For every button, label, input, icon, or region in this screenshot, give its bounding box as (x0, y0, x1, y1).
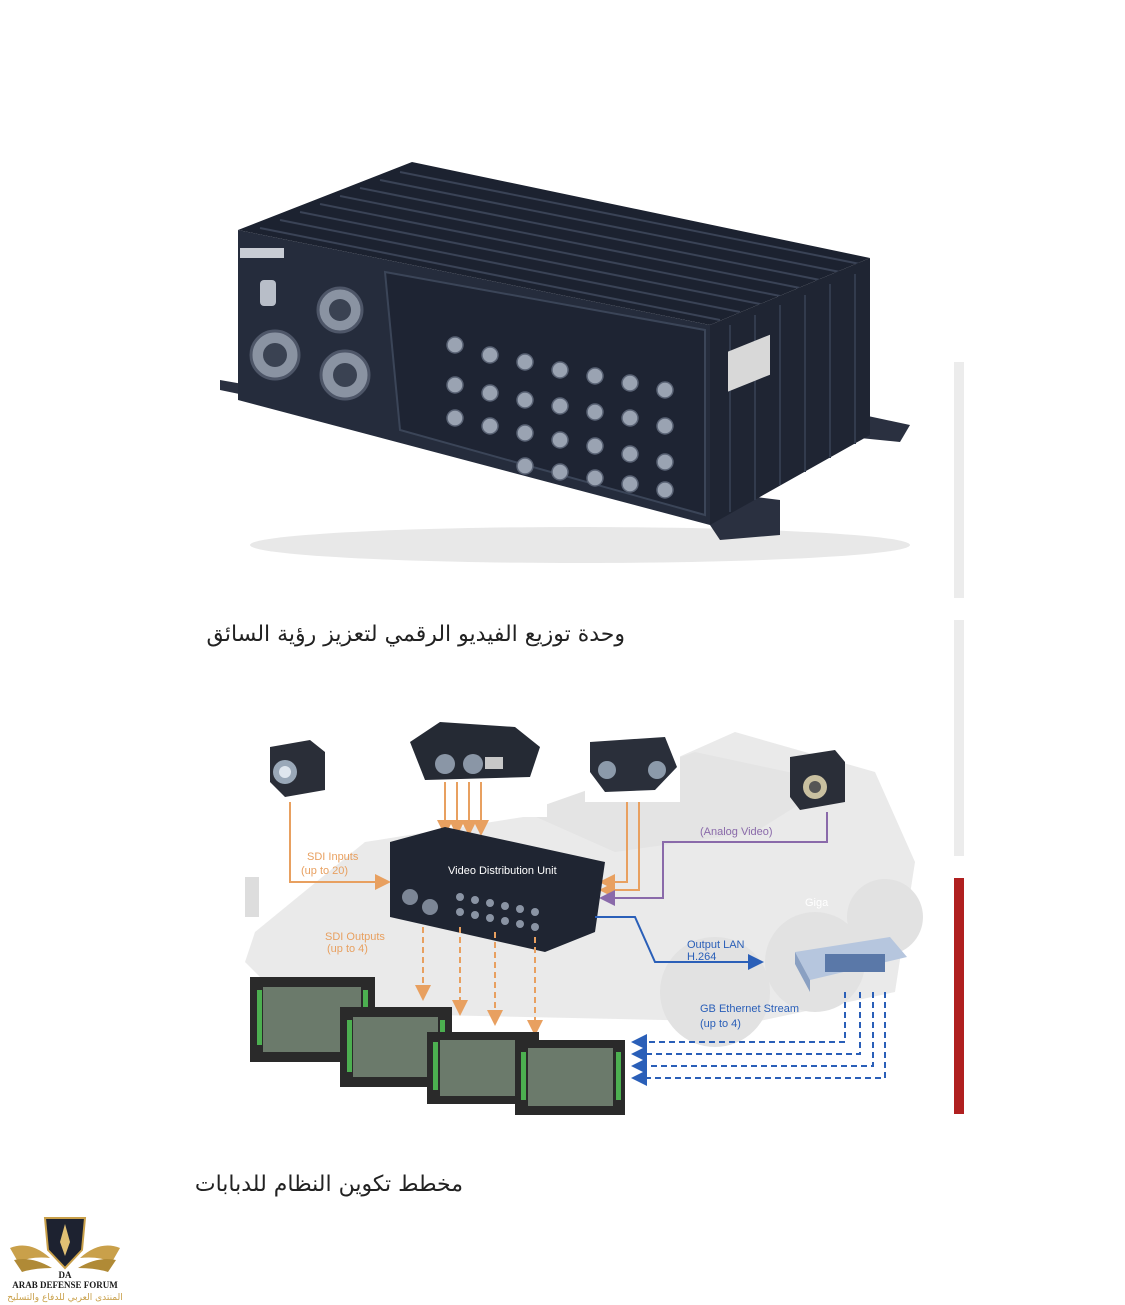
sdi-inputs-label: SDI Inputs (307, 851, 359, 863)
sdi-outputs-count: (up to 4) (327, 943, 368, 955)
wings-icon (10, 1245, 120, 1272)
side-bar-red (954, 878, 964, 1114)
gb-stream-count: (up to 4) (700, 1018, 741, 1030)
sdi-inputs-count: (up to 20) (301, 865, 348, 877)
shield-icon (43, 1217, 87, 1270)
vdu-caption: وحدة توزيع الفيديو الرقمي لتعزيز رؤية ال… (206, 622, 625, 647)
diagram-caption: مخطط تكوين النظام للدبابات (194, 1172, 463, 1197)
watermark-name-ar: المنتدى العربي للدفاع والتسليح (7, 1293, 122, 1303)
sdi-outputs-label: SDI Outputs (325, 931, 385, 943)
side-bar-light-top (954, 362, 964, 598)
output-codec-label: H.264 (687, 951, 716, 963)
analog-video-label: (Analog Video) (700, 826, 773, 838)
unit-label: Video Distribution Unit (448, 865, 557, 877)
video-distribution-unit-icon (390, 827, 605, 952)
gb-stream-label: GB Ethernet Stream (700, 1003, 799, 1015)
wide-camera-icon (590, 737, 677, 792)
output-lan-label: Output LAN (687, 939, 745, 951)
analog-camera-icon (790, 750, 845, 810)
watermark-name-en: ARAB DEFENSE FORUM (12, 1280, 118, 1290)
side-bar-light-middle (954, 620, 964, 856)
watermark-initials: DA (59, 1270, 72, 1280)
display-monitor-4 (515, 1040, 625, 1115)
giga-fragment: Giga (805, 897, 829, 909)
system-diagram: Video Distribution Unit SDI Inputs (up t… (245, 702, 923, 1115)
vdu-product-photo (220, 162, 910, 563)
forum-watermark-logo: DA ARAB DEFENSE FORUM المنتدى العربي للد… (7, 1217, 123, 1303)
dual-camera-icon (410, 722, 540, 780)
thermal-camera-icon (270, 740, 325, 797)
network-server-icon (795, 937, 907, 992)
